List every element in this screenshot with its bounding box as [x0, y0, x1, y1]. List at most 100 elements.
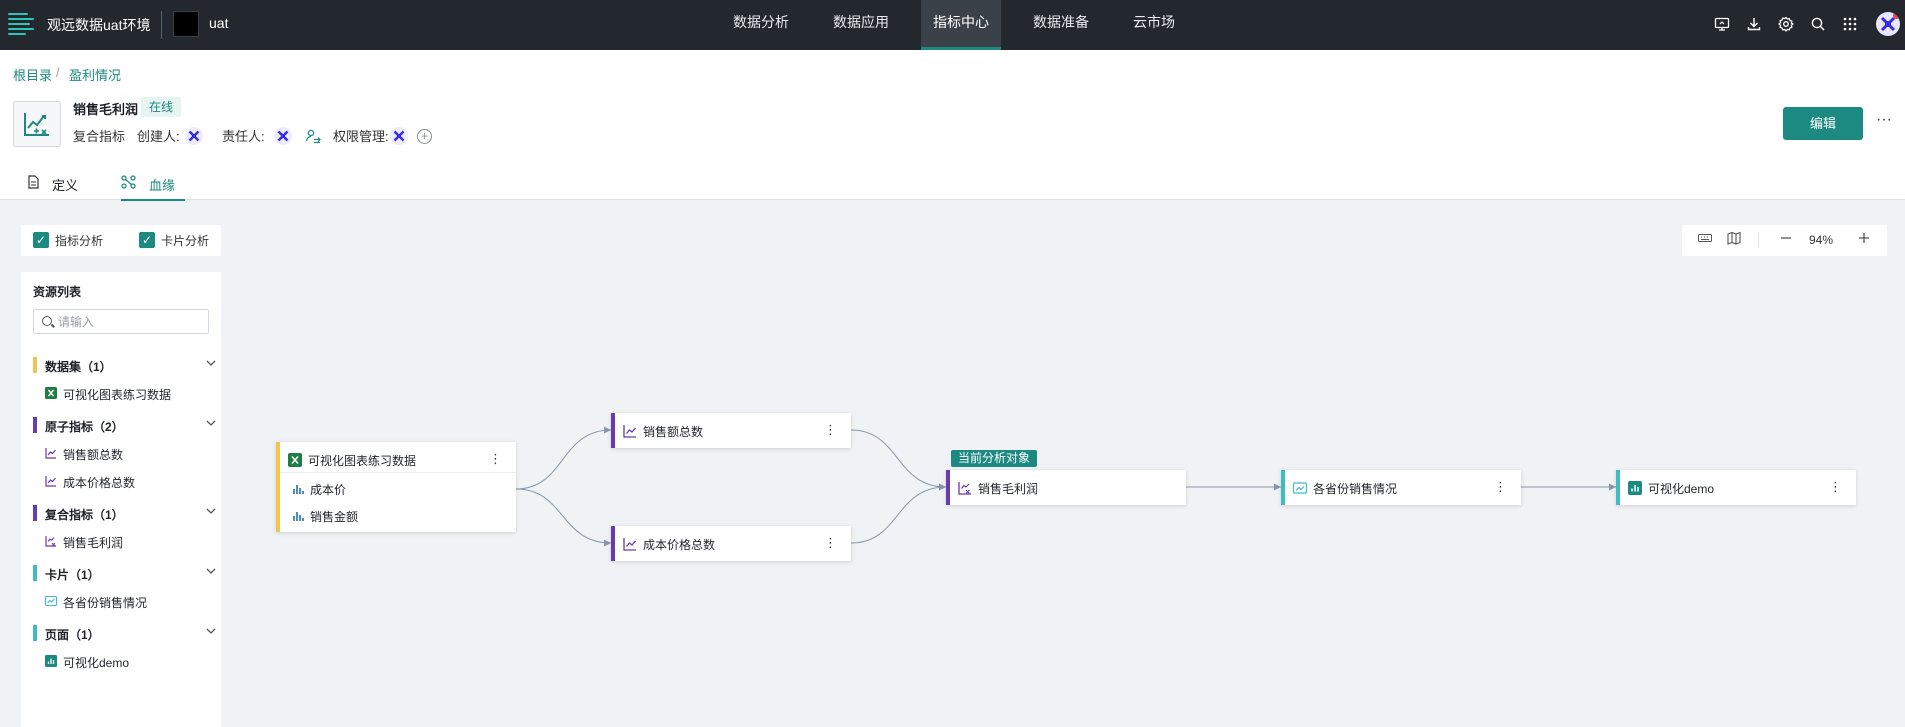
- analysis-filter-bar: ✓ 指标分析 ✓ 卡片分析: [21, 225, 221, 256]
- nav-cloud-market[interactable]: 云市场: [1133, 14, 1175, 30]
- edge-dataset-to-cost-total: [515, 488, 612, 547]
- dataset-field: 销售金额: [292, 508, 358, 525]
- group-dataset-label: 数据集（1）: [45, 360, 112, 374]
- divider: [161, 11, 162, 39]
- apps-grid-icon[interactable]: [1840, 14, 1860, 34]
- metric-analysis-label: 指标分析: [55, 234, 104, 248]
- chevron-down-icon[interactable]: [205, 565, 217, 580]
- nav-data-application[interactable]: 数据应用: [833, 14, 889, 30]
- lineage-node-province-card[interactable]: 各省份销售情况 ⋮: [1281, 470, 1521, 505]
- lineage-node-demo-page[interactable]: 可视化demo ⋮: [1616, 470, 1856, 505]
- current-analysis-tag: 当前分析对象: [951, 450, 1038, 467]
- add-permission-button[interactable]: +: [417, 129, 432, 144]
- line-chart-icon: [623, 538, 636, 551]
- group-composite-metrics[interactable]: 复合指标（1）: [33, 505, 216, 522]
- creator-label: 创建人:: [137, 129, 180, 144]
- nav-metric-center[interactable]: 指标中心: [921, 0, 1001, 50]
- lineage-node-sales-total[interactable]: 销售额总数 ⋮: [611, 413, 851, 448]
- card-analysis-checkbox[interactable]: ✓: [139, 232, 155, 248]
- lineage-node-gross-profit[interactable]: 销售毛利润: [946, 470, 1186, 505]
- resource-item-label: 销售额总数: [63, 448, 124, 462]
- node-more-icon[interactable]: ⋮: [489, 451, 502, 466]
- owner-avatar[interactable]: [274, 127, 292, 145]
- document-icon: [28, 175, 39, 189]
- page-icon: [45, 655, 57, 667]
- breadcrumb-current[interactable]: 盈利情况: [69, 68, 122, 83]
- project-logo[interactable]: [173, 11, 199, 37]
- breadcrumb-separator: /: [56, 65, 60, 80]
- dataset-field-label: 成本价: [310, 483, 347, 497]
- group-color-bar: [33, 417, 37, 433]
- creator-avatar[interactable]: [185, 127, 203, 145]
- project-name[interactable]: uat: [209, 15, 229, 31]
- chevron-down-icon[interactable]: [205, 505, 217, 520]
- nav-data-preparation[interactable]: 数据准备: [1033, 14, 1089, 30]
- group-pages-label: 页面（1）: [45, 628, 100, 642]
- excel-icon: [45, 387, 57, 399]
- owner-label: 责任人:: [222, 129, 265, 144]
- resource-search-input[interactable]: [58, 313, 198, 331]
- lineage-node-dataset[interactable]: 可视化图表练习数据 ⋮ 成本价 销售金额: [276, 442, 516, 532]
- minimap-icon[interactable]: [1727, 231, 1741, 248]
- zoom-in-icon[interactable]: [1857, 231, 1871, 248]
- line-chart-icon: [623, 425, 636, 438]
- nav-data-analysis[interactable]: 数据分析: [733, 14, 789, 30]
- environment-name[interactable]: 观远数据uat环境: [47, 17, 151, 33]
- resource-item-label: 销售毛利润: [63, 536, 124, 550]
- breadcrumb-root[interactable]: 根目录: [13, 68, 53, 83]
- group-atomic-metrics-label: 原子指标（2）: [45, 420, 124, 434]
- more-actions-button[interactable]: ···: [1876, 111, 1892, 128]
- zoom-out-icon[interactable]: [1779, 231, 1793, 248]
- settings-icon[interactable]: [1776, 14, 1796, 34]
- dataset-field-label: 销售金额: [310, 510, 359, 524]
- group-pages[interactable]: 页面（1）: [33, 625, 216, 642]
- metric-analysis-checkbox[interactable]: ✓: [33, 232, 49, 248]
- tab-lineage-label: 血缘: [149, 178, 176, 193]
- composite-metric-icon: [958, 482, 971, 495]
- top-navigation-bar: 观远数据uat环境 uat 数据分析 数据应用 指标中心 数据准备 云市场: [0, 0, 1905, 50]
- edge-cost-total-to-gross-profit: [850, 483, 947, 544]
- card-icon: [45, 595, 57, 607]
- bar-chart-icon: [293, 485, 304, 494]
- composite-metric-icon: [13, 101, 61, 147]
- permission-label: 权限管理:: [333, 129, 389, 144]
- tab-lineage[interactable]: 血缘: [121, 175, 185, 201]
- node-title: 可视化demo: [1648, 482, 1715, 496]
- group-color-bar: [33, 565, 37, 581]
- resource-search[interactable]: [33, 309, 209, 334]
- group-atomic-metrics[interactable]: 原子指标（2）: [33, 417, 216, 434]
- download-icon[interactable]: [1744, 14, 1764, 34]
- user-avatar[interactable]: [1876, 12, 1900, 36]
- metric-title: 销售毛利润: [73, 102, 139, 117]
- card-analysis-label: 卡片分析: [161, 234, 210, 248]
- group-cards-label: 卡片（1）: [45, 568, 100, 582]
- chevron-down-icon[interactable]: [205, 357, 217, 372]
- group-cards[interactable]: 卡片（1）: [33, 565, 216, 582]
- monitor-icon[interactable]: [1712, 14, 1732, 34]
- node-title: 成本价格总数: [643, 538, 716, 552]
- metric-header: 根目录 / 盈利情况 销售毛利润 在线 复合指标 创建人: 责任人: 权限管理:…: [0, 50, 1905, 201]
- node-more-icon[interactable]: ⋮: [1494, 479, 1507, 494]
- tab-definition[interactable]: 定义: [27, 175, 79, 200]
- edge-dataset-to-sales-total: [515, 426, 612, 490]
- chevron-down-icon[interactable]: [205, 625, 217, 640]
- transfer-owner-icon[interactable]: [304, 127, 322, 145]
- node-more-icon[interactable]: ⋮: [824, 422, 837, 437]
- edit-button[interactable]: 编辑: [1783, 107, 1863, 140]
- node-title: 各省份销售情况: [1313, 482, 1398, 496]
- node-more-icon[interactable]: ⋮: [1829, 479, 1842, 494]
- node-more-icon[interactable]: ⋮: [824, 535, 837, 550]
- resource-list-panel: 资源列表 数据集（1） 可视化图表练习数据 原子指标（2） 销售额总数 成本价格…: [21, 272, 221, 727]
- group-dataset[interactable]: 数据集（1）: [33, 357, 216, 374]
- lineage-node-cost-total[interactable]: 成本价格总数 ⋮: [611, 526, 851, 561]
- zoom-toolbar: 94%: [1682, 225, 1887, 256]
- menu-logo-icon[interactable]: [8, 11, 34, 37]
- page-icon: [1628, 481, 1642, 495]
- permission-avatar[interactable]: [390, 127, 408, 145]
- keyboard-icon[interactable]: [1698, 231, 1712, 247]
- resource-item-label: 可视化demo: [63, 656, 130, 670]
- group-composite-metrics-label: 复合指标（1）: [45, 508, 124, 522]
- chevron-down-icon[interactable]: [205, 417, 217, 432]
- search-icon[interactable]: [1808, 14, 1828, 34]
- metric-type: 复合指标: [73, 129, 126, 144]
